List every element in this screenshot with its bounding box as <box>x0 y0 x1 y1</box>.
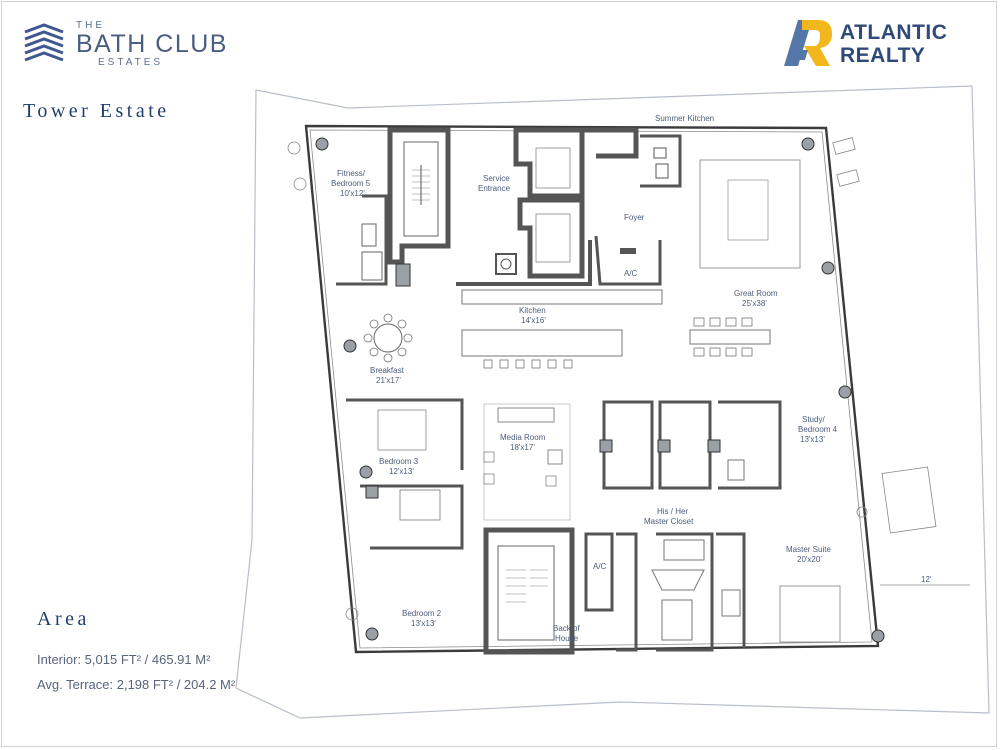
label-ac-upper: A/C <box>624 269 638 278</box>
floor-plan: Summer Kitchen Fitness/ Bedroom 5 10'x12… <box>235 85 990 719</box>
label-closet-1: His / Her <box>657 507 688 516</box>
label-foyer: Foyer <box>624 213 645 222</box>
label-ac-lower: A/C <box>593 562 607 571</box>
label-terrace-depth: 12' <box>921 575 932 584</box>
label-bedroom-3-size: 12'x13' <box>389 467 414 476</box>
label-closet-2: Master Closet <box>644 517 694 526</box>
brand-line-estates: ESTATES <box>98 57 164 68</box>
label-service-1: Service <box>483 174 510 183</box>
label-service-2: Entrance <box>478 184 511 193</box>
building-perimeter <box>304 124 880 654</box>
label-bedroom-3: Bedroom 3 <box>379 457 419 466</box>
terrace-furniture <box>287 137 937 621</box>
bath-club-logo: THE BATH CLUB ESTATES <box>22 20 252 70</box>
page-title: Tower Estate <box>23 100 170 122</box>
label-master-suite-size: 20'x20' <box>797 555 822 564</box>
interior-area: Interior: 5,015 FT² / 465.91 M² <box>37 652 211 667</box>
label-study-1: Study/ <box>802 415 825 424</box>
label-fitness-1: Fitness/ <box>337 169 366 178</box>
structural-columns <box>315 137 885 643</box>
label-great-room-size: 25'x38' <box>742 299 767 308</box>
label-great-room: Great Room <box>734 289 778 298</box>
realty-line-realty: REALTY <box>840 44 926 67</box>
label-summer-kitchen: Summer Kitchen <box>655 114 714 123</box>
brand-line-the: THE <box>76 20 105 31</box>
label-fitness-2: Bedroom 5 <box>331 179 371 188</box>
atlantic-realty-mark-icon <box>784 20 832 66</box>
label-study-2: Bedroom 4 <box>798 425 838 434</box>
label-back-1: Back of <box>553 624 580 633</box>
label-bedroom-2: Bedroom 2 <box>402 609 442 618</box>
bath-club-building-icon <box>24 23 64 62</box>
label-master-suite: Master Suite <box>786 545 831 554</box>
label-kitchen-size: 14'x16' <box>521 316 546 325</box>
label-media-room-size: 18'x17' <box>510 443 535 452</box>
label-fitness-size: 10'x12' <box>340 189 365 198</box>
terrace-area: Avg. Terrace: 2,198 FT² / 204.2 M² <box>37 677 236 692</box>
brand-line-bath-club: BATH CLUB <box>76 30 228 58</box>
label-study-size: 13'x13' <box>800 435 825 444</box>
label-breakfast-size: 21'x17' <box>376 376 401 385</box>
label-breakfast: Breakfast <box>370 366 405 375</box>
label-media-room: Media Room <box>500 433 546 442</box>
atlantic-realty-logo: ATLANTIC REALTY <box>784 18 984 70</box>
label-bedroom-2-size: 13'x13' <box>411 619 436 628</box>
realty-line-atlantic: ATLANTIC <box>840 21 948 44</box>
area-heading: Area <box>37 608 90 630</box>
label-back-2: House <box>555 634 579 643</box>
label-kitchen: Kitchen <box>519 306 546 315</box>
